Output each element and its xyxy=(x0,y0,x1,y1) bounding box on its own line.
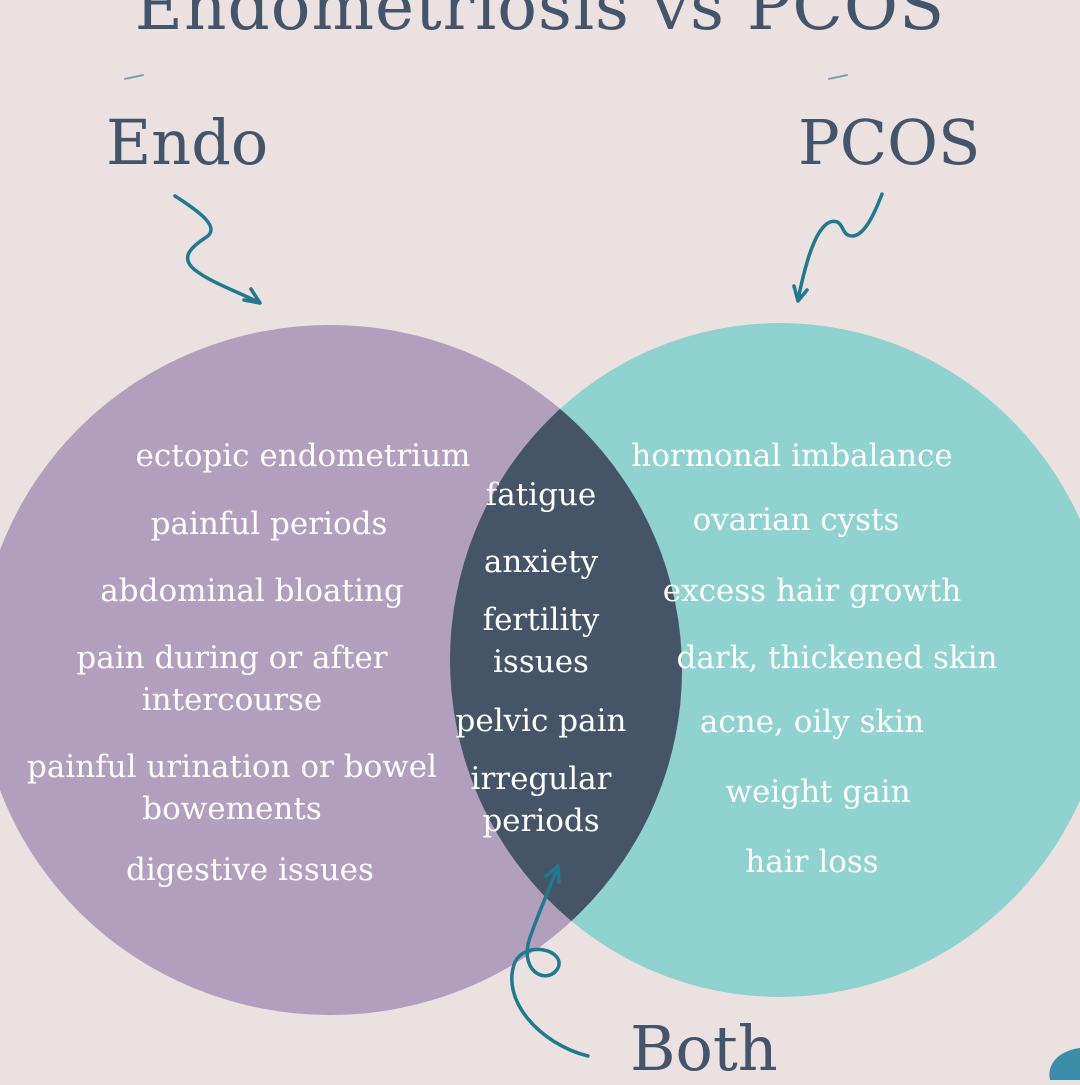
pcos-item: hair loss xyxy=(745,844,879,880)
endo-item: digestive issues xyxy=(126,852,374,888)
both-item: fatigue xyxy=(485,477,597,513)
both-label: Both xyxy=(630,1012,778,1085)
both-item: pelvic pain xyxy=(455,703,627,739)
pcos-item: weight gain xyxy=(725,774,911,810)
pcos-item: dark, thickened skin xyxy=(676,640,998,676)
both-item: fertility issues xyxy=(482,602,600,680)
both-arrow-icon xyxy=(510,864,590,1058)
endo-arrow-icon xyxy=(173,194,262,305)
leaf-icon xyxy=(1049,1048,1080,1080)
endo-item: painful urination or bowel bowements xyxy=(26,749,438,827)
page-title: Endometriosis vs PCOS xyxy=(134,0,946,45)
overlap-region xyxy=(450,325,682,997)
pcos-label: PCOS xyxy=(798,106,981,179)
pcos-item: ovarian cysts xyxy=(692,502,900,538)
both-item: anxiety xyxy=(483,544,599,580)
endo-label: Endo xyxy=(106,106,269,179)
endo-item: painful periods xyxy=(150,506,388,542)
pcos-item: acne, oily skin xyxy=(699,704,925,740)
endo-item: abdominal bloating xyxy=(100,573,404,609)
endo-item: ectopic endometrium xyxy=(135,438,471,474)
endo-item: pain during or after intercourse xyxy=(76,640,388,718)
pcos-item: excess hair growth xyxy=(662,573,962,609)
both-item: irregular periods xyxy=(470,761,612,839)
pcos-item: hormonal imbalance xyxy=(631,438,953,474)
pcos-arrow-icon xyxy=(792,192,884,303)
